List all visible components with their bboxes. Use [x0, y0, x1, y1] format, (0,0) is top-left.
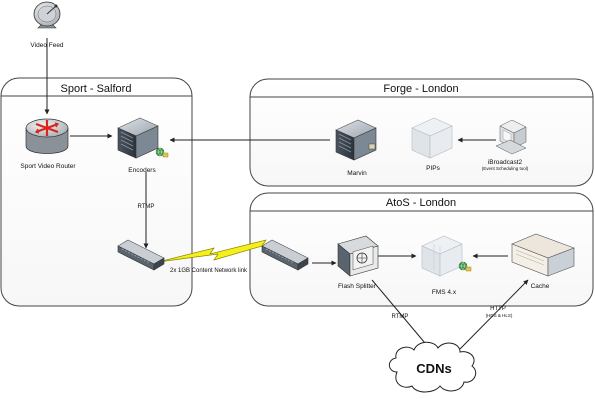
edge-label-rtmp-encoders: RTMP: [138, 204, 155, 210]
edge-label-http-sub: (HDS & HLS): [486, 313, 513, 318]
edge-label-http: HTTP: [490, 306, 506, 312]
edge-cdns-cache: [459, 279, 529, 350]
content-network-link: [157, 239, 267, 263]
satellite-dish-icon: [33, 1, 61, 29]
zone-sport-salford: Sport - Salford: [0, 77, 193, 307]
edge-label-rtmp-cdn: RTMP: [392, 314, 409, 320]
flash-splitter-icon: [337, 235, 379, 277]
node-label-router: Sport Video Router: [20, 163, 76, 170]
node-label-pips: PIPs: [426, 165, 440, 172]
marvin-server-icon: [335, 119, 377, 161]
zone-atos-london: AtoS - London: [249, 192, 594, 307]
node-label-marvin: Marvin: [347, 170, 367, 177]
edge-splitter-cdns: [371, 279, 431, 350]
node-label-flash-splitter: Flash Splitter: [338, 283, 377, 290]
zone-title-atos: AtoS - London: [386, 197, 456, 209]
edge-label-content-link: 2x 1GB Content Network link: [170, 268, 248, 274]
node-label-cdns: CDNs: [416, 361, 451, 376]
node-label-cache: Cache: [531, 283, 550, 290]
router-icon: [25, 118, 69, 154]
node-label-ibroadcast: iBroadcast2: [488, 159, 523, 166]
connections: [44, 38, 529, 350]
node-label-video-feed: Video Feed: [30, 42, 64, 49]
zone-title-forge: Forge - London: [383, 83, 458, 95]
fms-server-icon: [421, 235, 472, 277]
node-label-ibroadcast-sub: (Event Scheduling tool): [482, 166, 529, 171]
cdn-cloud-icon: [388, 341, 477, 393]
workstation-icon: [495, 119, 527, 155]
zone-title-salford: Sport - Salford: [61, 83, 132, 95]
node-label-encoders: Encoders: [128, 167, 156, 174]
cache-server-icon: [511, 233, 575, 277]
node-label-fms: FMS 4.x: [432, 289, 457, 296]
